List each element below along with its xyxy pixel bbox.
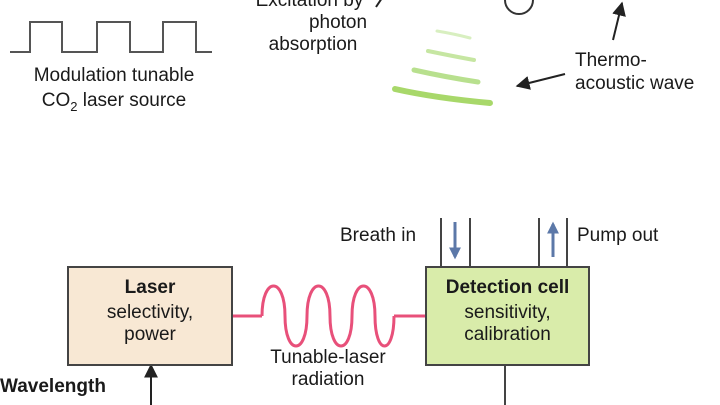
tunable-laser-radiation-wave xyxy=(260,284,396,348)
thermo-arrow xyxy=(515,73,566,90)
thermo-label-line2: acoustic wave xyxy=(575,73,695,94)
breath-in-pipe xyxy=(440,218,471,268)
laser-box-body-line2: power xyxy=(124,324,176,345)
laser-box-title: Laser xyxy=(124,277,176,298)
laser-source-label-line2: CO2 laser source xyxy=(8,90,220,118)
modulation-square-wave xyxy=(10,21,212,53)
detection-box-body-line1: sensitivity, xyxy=(464,302,551,323)
co2-subscript: 2 xyxy=(70,98,78,114)
radiation-label-line1: Tunable-laser xyxy=(270,347,386,368)
thermo-label-line1: Thermo- xyxy=(575,50,647,71)
detection-cell-box: Detection cell sensitivity, calibration xyxy=(425,266,590,366)
laser-box-body-line1: selectivity, xyxy=(106,302,194,323)
acoustic-wave-arcs xyxy=(392,29,493,106)
laser-box: Laser selectivity, power xyxy=(67,266,233,366)
pump-out-label: Pump out xyxy=(577,225,659,246)
laser-source-suffix: laser source xyxy=(77,90,187,111)
molecule-circle xyxy=(504,0,534,15)
radiation-label-line2: radiation xyxy=(291,369,365,390)
co-text: CO xyxy=(41,90,71,111)
excitation-label-line2: photon xyxy=(308,12,368,33)
excitation-label-line1: Excitation by xyxy=(255,0,364,11)
wavelength-label: Wavelength xyxy=(0,376,106,397)
detection-box-title: Detection cell xyxy=(445,277,570,298)
thermo-up-arrow xyxy=(612,1,626,41)
excitation-pointer xyxy=(375,0,382,8)
pump-out-pipe xyxy=(538,218,568,268)
excitation-label-line3: absorption xyxy=(268,34,358,55)
detection-box-body-line2: calibration xyxy=(464,324,551,345)
laser-source-label-line1: Modulation tunable xyxy=(33,65,195,86)
breath-in-label: Breath in xyxy=(340,225,417,246)
